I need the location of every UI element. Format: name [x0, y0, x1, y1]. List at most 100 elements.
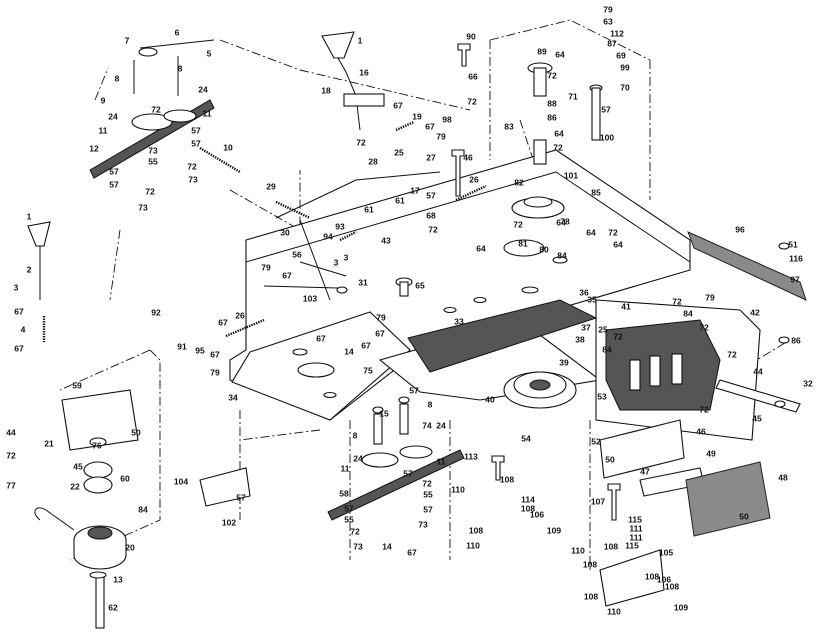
- callout-label: 1: [27, 211, 32, 221]
- callout-label: 57: [236, 492, 246, 502]
- callout-label: 64: [476, 243, 486, 253]
- callout-label: 116: [789, 253, 803, 263]
- callout-label: 110: [571, 545, 585, 555]
- callout-label: 72: [467, 96, 477, 106]
- callout-label: 97: [790, 274, 800, 284]
- callout-label: 114: [521, 494, 535, 504]
- callout-label: 111: [629, 532, 643, 542]
- callout-label: 67: [14, 306, 24, 316]
- callout-label: 72: [428, 224, 438, 234]
- transaxle: [605, 319, 801, 413]
- callout-label: 89: [537, 46, 547, 56]
- callout-label: 57: [109, 166, 119, 176]
- callout-label: 102: [222, 517, 236, 527]
- callout-label: 61: [395, 195, 405, 205]
- callout-label: 12: [89, 143, 99, 153]
- callout-label: 34: [228, 392, 238, 402]
- callout-label: 72: [187, 161, 197, 171]
- callout-label: 84: [602, 344, 612, 354]
- callout-label: 107: [591, 496, 605, 506]
- callout-label: 16: [359, 67, 369, 77]
- callout-label: 110: [466, 540, 480, 550]
- callout-label: 104: [174, 476, 188, 486]
- callout-label: 79: [603, 4, 613, 14]
- callout-label: 29: [266, 181, 276, 191]
- callout-label: 50: [605, 454, 615, 464]
- callout-label: 57: [109, 179, 119, 189]
- callout-label: 84: [683, 308, 693, 318]
- callout-label: 85: [591, 187, 601, 197]
- callout-label: 72: [513, 219, 523, 229]
- callout-label: 54: [521, 433, 531, 443]
- callout-label: 73: [188, 174, 198, 184]
- callout-label: 67: [407, 547, 417, 557]
- callout-label: 28: [368, 156, 378, 166]
- callout-label: 63: [603, 16, 613, 26]
- callout-label: 84: [557, 250, 567, 260]
- callout-label: 38: [575, 334, 585, 344]
- callout-label: 64: [554, 128, 564, 138]
- callout-label: 57: [344, 503, 354, 513]
- callout-label: 99: [620, 62, 630, 72]
- callout-label: 105: [659, 547, 673, 557]
- callout-label: 26: [469, 174, 479, 184]
- callout-label: 110: [451, 484, 465, 494]
- callout-label: 45: [73, 461, 83, 471]
- callout-label: 3: [14, 282, 19, 292]
- callout-label: 98: [442, 114, 452, 124]
- callout-label: 47: [640, 466, 650, 476]
- callout-label: 35: [587, 294, 597, 304]
- callout-label: 73: [138, 202, 148, 212]
- callout-label: 72: [699, 404, 709, 414]
- callout-label: 73: [148, 145, 158, 155]
- callout-label: 51: [788, 239, 798, 249]
- callout-label: 57: [403, 468, 413, 478]
- callout-label: 4: [21, 324, 26, 334]
- callout-label: 72: [608, 227, 618, 237]
- callout-label: 55: [344, 514, 354, 524]
- callout-label: 57: [426, 190, 436, 200]
- callout-label: 88: [547, 98, 557, 108]
- callout-label: 67: [375, 328, 385, 338]
- callout-label: 108: [645, 571, 659, 581]
- callout-label: 86: [547, 112, 557, 122]
- callout-label: 115: [628, 514, 642, 524]
- callout-label: 57: [191, 125, 201, 135]
- callout-label: 9: [101, 95, 106, 105]
- callout-label: 52: [591, 436, 601, 446]
- callout-label: 43: [381, 235, 391, 245]
- callout-label: 3: [344, 252, 349, 262]
- callout-label: 5: [207, 48, 212, 58]
- springs: [42, 120, 487, 342]
- callout-label: 50: [739, 511, 749, 521]
- callout-label: 108: [521, 503, 535, 513]
- pulleys: [83, 109, 577, 494]
- callout-label: 67: [210, 349, 220, 359]
- callout-label: 40: [485, 394, 495, 404]
- callout-label: 67: [282, 270, 292, 280]
- callout-label: 108: [604, 541, 618, 551]
- callout-label: 101: [564, 170, 578, 180]
- callout-label: 11: [341, 463, 350, 473]
- callout-label: 13: [113, 574, 123, 584]
- callout-label: 17: [410, 185, 420, 195]
- callout-label: 109: [674, 602, 688, 612]
- callout-label: 8: [428, 399, 433, 409]
- callout-label: 108: [665, 581, 679, 591]
- callout-label: 74: [422, 420, 432, 430]
- callout-label: 37: [581, 322, 591, 332]
- callout-label: 64: [586, 227, 596, 237]
- callout-label: 90: [466, 31, 476, 41]
- callout-label: 30: [280, 227, 290, 237]
- callout-label: 111: [629, 523, 643, 533]
- callout-label: 72: [422, 478, 432, 488]
- callout-label: 55: [423, 489, 433, 499]
- callout-label: 76: [92, 440, 102, 450]
- callout-label: 10: [223, 142, 233, 152]
- callout-label: 58: [339, 488, 349, 498]
- callout-label: 25: [598, 324, 608, 334]
- callout-label: 72: [151, 104, 161, 114]
- callout-label: 44: [753, 366, 763, 376]
- callout-label: 8: [178, 63, 183, 73]
- callout-label: 79: [261, 262, 271, 272]
